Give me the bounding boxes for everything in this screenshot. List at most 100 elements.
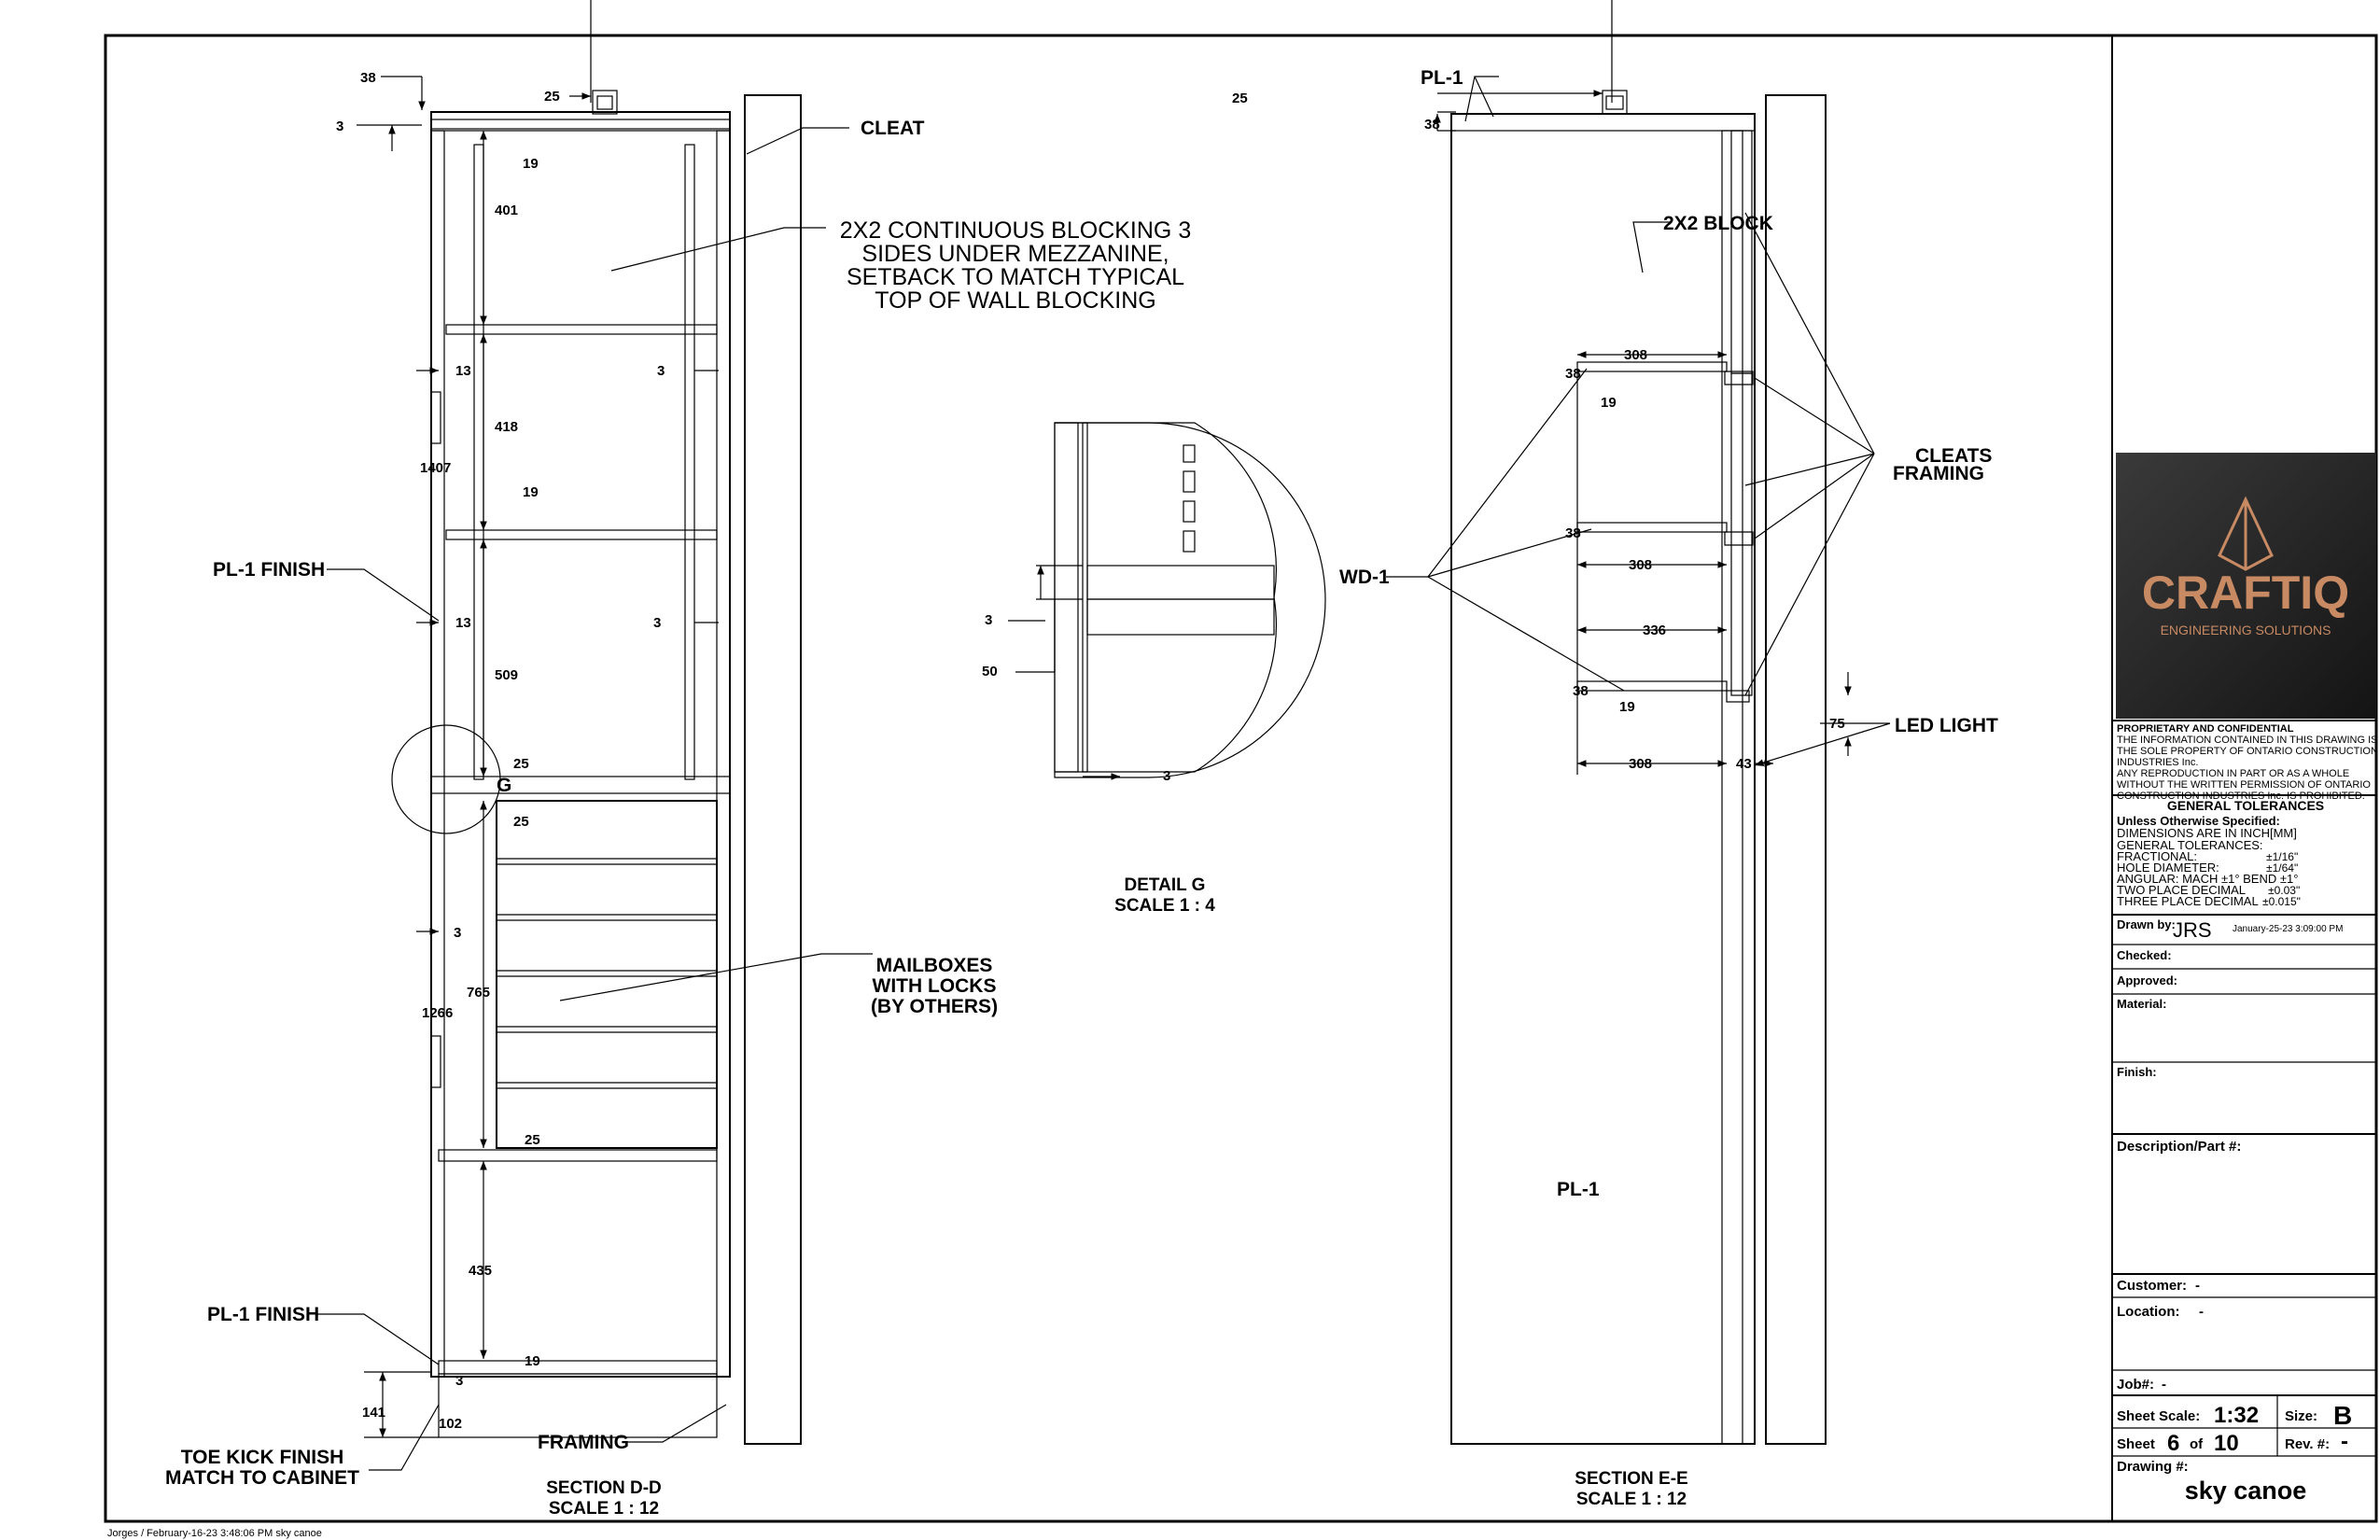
dim-dd-19-b: 19 [523,484,539,500]
dim-dd-38: 38 [360,70,376,86]
label-blocking-3: SETBACK TO MATCH TYPICAL [847,264,1184,290]
tol-hole: HOLE DIAMETER: [2117,861,2219,875]
section-dd-title: SECTION D-D [546,1478,662,1498]
label-ee-led: LED LIGHT [1895,715,1998,736]
dim-dd-13-b: 13 [455,615,471,631]
label-pl1-finish-upper: PL-1 FINISH [213,559,325,581]
sheet-scale-value: 1:32 [2214,1403,2259,1428]
sheet-total: 10 [2214,1431,2239,1456]
label-mailboxes-2: WITH LOCKS [873,975,997,997]
logo-name: CRAFTIQ [2142,567,2349,619]
proprietary-line-5: WITHOUT THE WRITTEN PERMISSION OF ONTARI… [2117,779,2371,791]
proprietary-line-6: CONSTRUCTION INDUSTRIES Inc. IS PROHIBIT… [2117,791,2365,802]
dim-ee-43: 43 [1736,756,1752,772]
tol-three-place: THREE PLACE DECIMAL [2117,894,2259,908]
section-ee-scale: SCALE 1 : 12 [1576,1490,1687,1509]
tol-dims-in: DIMENSIONS ARE IN INCH[MM] [2117,826,2297,840]
approved-label: Approved: [2117,973,2177,987]
label-mailboxes-1: MAILBOXES [876,955,993,976]
dim-ee-38-a: 38 [1565,366,1581,382]
dim-dd-25-top: 25 [544,89,560,105]
dim-ee-25: 25 [1232,91,1248,106]
dim-dd-25-mid2: 25 [513,814,529,830]
dim-ee-38-b: 38 [1565,525,1581,541]
dim-ee-38-c: 38 [1573,683,1589,699]
dim-ee-38-top: 38 [1424,117,1440,133]
section-dd-scale: SCALE 1 : 12 [549,1499,659,1519]
label-ee-block: 2X2 BLOCK [1663,213,1773,234]
tol-general: GENERAL TOLERANCES: [2117,838,2263,852]
dim-dd-3-c: 3 [454,925,461,941]
dim-g-3-bottom: 3 [1163,768,1170,784]
dim-dd-509: 509 [495,667,518,683]
location-value: - [2199,1304,2204,1320]
location-label: Location: [2117,1304,2180,1320]
label-ee-framing: FRAMING [1893,463,1984,484]
dim-dd-401: 401 [495,203,518,218]
wall-hatch-dd [744,94,802,1445]
tol-hole-value: ±1/64" [2266,861,2298,875]
dim-ee-75: 75 [1829,716,1845,732]
sheet-label: Sheet [2117,1436,2155,1452]
detail-g [1008,422,1326,780]
sheet-border [104,34,2378,1523]
logo-panel [2116,453,2376,719]
label-mailboxes-3: (BY OTHERS) [871,996,998,1017]
drawing-label: Drawing #: [2117,1459,2189,1475]
label-ee-cleats: CLEATS [1915,445,1992,467]
tol-fractional-value: ±1/16" [2266,850,2298,863]
tol-fractional: FRACTIONAL: [2117,849,2197,863]
dim-ee-308-a: 308 [1624,347,1647,363]
dim-dd-102: 102 [439,1416,462,1432]
wall-hatch-ee [1765,94,1827,1445]
dim-dd-3-b: 3 [653,615,661,631]
dim-ee-308-b: 308 [1629,557,1652,573]
dim-g-3-left: 3 [985,612,992,628]
sheet-number: 6 [2167,1431,2179,1456]
dim-dd-1407: 1407 [420,460,451,476]
proprietary-line-3: INDUSTRIES Inc. [2117,757,2198,768]
section-dd [317,0,873,1471]
tol-angular: ANGULAR: MACH ±1° BEND ±1° [2117,872,2298,886]
label-framing-dd: FRAMING [538,1432,629,1453]
rev-value: - [2341,1429,2348,1454]
detail-marker-g: G [497,775,511,796]
label-cleat: CLEAT [861,118,925,139]
description-label: Description/Part #: [2117,1139,2241,1155]
label-toe-kick-1: TOE KICK FINISH [181,1447,344,1468]
label-blocking-1: 2X2 CONTINUOUS BLOCKING 3 [840,217,1191,244]
tol-unless: Unless Otherwise Specified: [2117,814,2280,828]
tol-three-place-value: ±0.015" [2262,895,2301,908]
detail-g-scale: SCALE 1 : 4 [1114,896,1215,916]
dim-dd-1266: 1266 [422,1005,453,1021]
label-ee-pl1-body: PL-1 [1557,1179,1600,1200]
dim-dd-19-a: 19 [523,156,539,172]
dim-dd-3-top: 3 [336,119,343,134]
proprietary-title: PROPRIETARY AND CONFIDENTIAL [2117,723,2294,735]
dim-dd-3-a: 3 [657,363,665,379]
drawn-by-label: Drawn by: [2117,917,2176,931]
finish-label: Finish: [2117,1065,2157,1079]
proprietary-line-2: THE SOLE PROPERTY OF ONTARIO CONSTRUCTIO… [2117,746,2378,757]
drawn-date: January-25-23 3:09:00 PM [2233,924,2343,934]
job-label: Job#: [2117,1377,2154,1393]
rev-label: Rev. #: [2285,1436,2330,1452]
drawing-number: sky canoe [2185,1477,2307,1505]
label-blocking-4: TOP OF WALL BLOCKING [875,287,1155,314]
job-value: - [2162,1377,2166,1393]
pyramid-icon [2218,496,2274,571]
label-ee-pl1-top: PL-1 [1421,67,1463,89]
dim-ee-308-c: 308 [1629,756,1652,772]
customer-value: - [2195,1278,2200,1294]
proprietary-line-4: ANY REPRODUCTION IN PART OR AS A WHOLE [2117,768,2349,779]
dim-g-50: 50 [982,664,998,679]
tol-two-place: TWO PLACE DECIMAL [2117,883,2246,897]
dim-ee-336: 336 [1643,623,1666,638]
detail-g-title: DETAIL G [1125,875,1206,895]
dim-dd-25-low: 25 [525,1132,540,1148]
label-blocking-2: SIDES UNDER MEZZANINE, [861,241,1169,267]
material-label: Material: [2117,997,2166,1011]
dim-dd-13-a: 13 [455,363,471,379]
title-block [2111,35,2376,1521]
